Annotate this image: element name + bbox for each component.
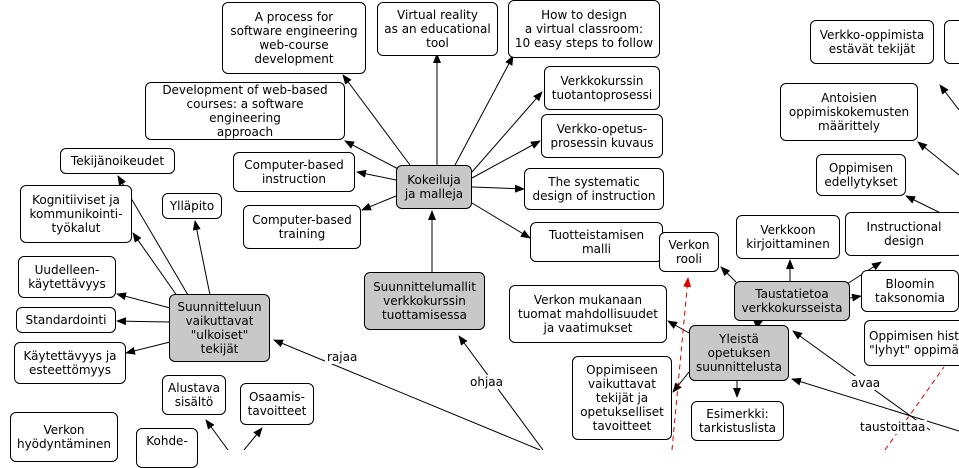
node-osaamis[interactable]: Osaamis- tavoitteet	[240, 383, 314, 425]
edge-kokeiluja-devweb	[344, 140, 401, 171]
node-kohde[interactable]: Kohde-	[136, 428, 198, 468]
edge-kokeiluja-cbi	[356, 169, 397, 181]
node-uudelleenkaytettavyys[interactable]: Uudelleen- käytettävyys	[18, 256, 116, 298]
node-suunnittelumallit[interactable]: Suunnittelumallit verkkokurssin tuottami…	[364, 272, 485, 330]
node-standardointi[interactable]: Standardointi	[16, 307, 116, 333]
edge-osaamis	[243, 427, 263, 450]
node-oppimisen-edellytykset[interactable]: Oppimisen edellytykset	[816, 154, 906, 196]
edge-kokeiluja-systematic	[471, 184, 525, 193]
edge-alustava	[205, 419, 229, 450]
edge-ohjaa	[458, 335, 544, 450]
node-tuotteistamisen[interactable]: Tuotteistamisen malli	[530, 222, 663, 262]
node-verkko-opetus[interactable]: Verkko-opetus- prosessin kuvaus	[541, 114, 663, 158]
edge-kokeiluja-opetus	[471, 140, 541, 179]
edge-label-taustoittaa: taustoittaa	[858, 420, 928, 434]
node-yllapito[interactable]: Ylläpito	[162, 193, 222, 219]
node-taustatietoa[interactable]: Taustatietoa verkkokursseista	[734, 281, 850, 321]
edge-suunnitteluun-kognitiiviset	[132, 232, 181, 301]
dashed-link-verkon-rooli	[671, 277, 692, 450]
edge-kokeiluja-process	[342, 74, 411, 166]
edge-kokeiluja-cbt	[361, 195, 397, 211]
node-verkon-hyodyntaminen[interactable]: Verkon hyödyntäminen	[10, 412, 118, 462]
node-oppimiseen[interactable]: Oppimiseen vaikuttavat tekijät ja opetuk…	[572, 356, 672, 440]
node-yleista[interactable]: Yleistä opetuksen suunnittelusta	[689, 325, 789, 381]
edge-label-ohjaa: ohjaa	[468, 375, 505, 389]
edge-taustatietoa-bloomin	[849, 293, 862, 302]
connector-layer	[116, 53, 959, 450]
edge-suunnitteluun-kaytettavyys	[125, 341, 171, 355]
node-instructional-design[interactable]: Instructional design	[845, 212, 959, 256]
node-verkkokurssin-tuotanto[interactable]: Verkkokurssin tuotantoprosessi	[544, 66, 660, 110]
edge-yleista-mukanaan	[667, 320, 690, 334]
edge-rajaa	[273, 339, 541, 450]
node-cbt[interactable]: Computer-based training	[243, 205, 361, 249]
node-oppimisen-hist[interactable]: Oppimisen hist "lyhyt" oppimä	[864, 320, 959, 366]
edge-right-verkko-oppimista	[939, 84, 959, 111]
node-process-sw-eng[interactable]: A process for software engineering web-c…	[222, 2, 366, 74]
node-tekijanoikeudet[interactable]: Tekijänoikeudet	[60, 148, 175, 174]
edge-suunnitteluun-yllapito	[192, 220, 211, 296]
dashed-link-oppimisen-hist	[884, 366, 945, 450]
node-antoisien[interactable]: Antoisien oppimiskokemusten määrittely	[780, 83, 918, 141]
node-verkon-mukanaan[interactable]: Verkon mukanaan tuomat mahdollisuudet ja…	[509, 285, 667, 343]
edge-taustoittaa	[791, 377, 959, 432]
edge-kokeiluja-classroom	[454, 55, 514, 166]
edge-suunnitteluun-uudelleen	[116, 292, 171, 309]
node-alustava[interactable]: Alustava sisältö	[162, 375, 226, 415]
node-dev-web-based[interactable]: Development of web-based courses: a soft…	[145, 82, 345, 140]
edge-yleista-oppimiseen	[672, 371, 690, 393]
node-kokeiluja[interactable]: Kokeiluja ja malleja	[396, 165, 472, 209]
edge-suunnitteluun-standardointi	[116, 317, 171, 326]
node-virtual-reality[interactable]: Virtual reality as an educational tool	[377, 2, 498, 56]
node-kognitiiviset[interactable]: Kognitiiviset ja kommunikointi- työkalut	[20, 185, 132, 243]
node-right-edge-partial[interactable]	[944, 20, 959, 64]
edge-right-antoisien	[917, 141, 959, 176]
node-verkko-oppimista[interactable]: Verkko-oppimista estävät tekijät	[810, 20, 934, 64]
edge-kokeiluja-tuotanto	[471, 91, 543, 173]
edge-label-rajaa: rajaa	[325, 350, 360, 364]
node-cbi[interactable]: Computer-based instruction	[233, 152, 355, 192]
edge-label-avaa: avaa	[849, 376, 883, 390]
node-verkkoon-kirjoittaminen[interactable]: Verkkoon kirjoittaminen	[736, 215, 840, 259]
node-kaytettavyys[interactable]: Käytettävyys ja esteettömyys	[14, 342, 126, 384]
edge-taustatietoa-rooli	[720, 266, 737, 283]
node-virtual-classroom[interactable]: How to design a virtual classroom: 10 ea…	[508, 0, 660, 58]
node-verkon-rooli[interactable]: Verkon rooli	[659, 232, 719, 272]
node-suunnitteluun[interactable]: Suunnitteluun vaikuttavat "ulkoiset" tek…	[169, 294, 270, 362]
node-systematic[interactable]: The systematic design of instruction	[524, 168, 664, 210]
edge-kokeiluja-tuotteistamisen	[471, 202, 531, 239]
node-bloomin[interactable]: Bloomin taksonomia	[861, 270, 959, 312]
node-esimerkki[interactable]: Esimerkki: tarkistuslista	[691, 401, 784, 441]
